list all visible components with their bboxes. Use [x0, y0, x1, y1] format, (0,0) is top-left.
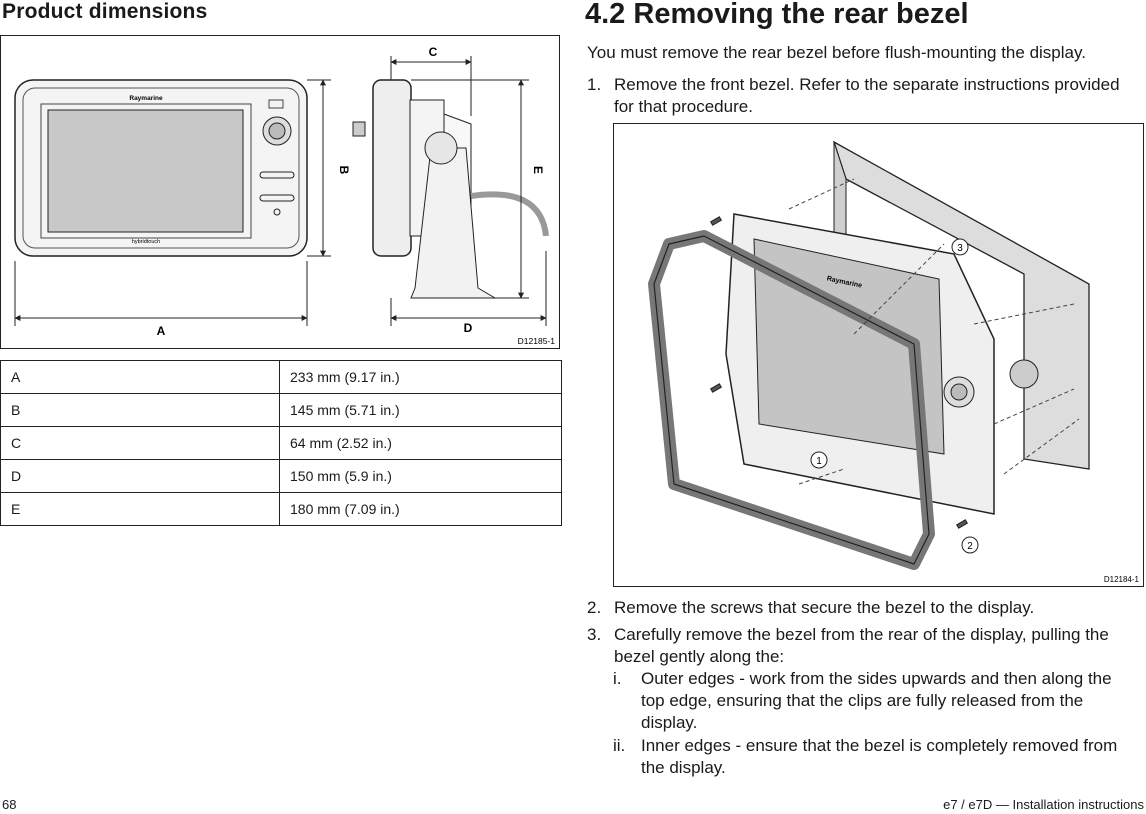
dim-label-e: E [531, 166, 545, 174]
table-cell-label: A [0, 360, 280, 394]
step-text: Remove the screws that secure the bezel … [614, 598, 1035, 617]
substep-number: i. [613, 669, 622, 688]
side-view-illustration [352, 79, 549, 299]
step-text: Carefully remove the bezel from the rear… [614, 625, 1109, 666]
table-row: D 150 mm (5.9 in.) [0, 459, 562, 493]
page-number: 68 [2, 797, 17, 812]
step-2: 2. Remove the screws that secure the bez… [587, 597, 1142, 619]
table-row: A 233 mm (9.17 in.) [0, 360, 562, 394]
dim-label-b: B [337, 166, 351, 175]
table-row: C 64 mm (2.52 in.) [0, 426, 562, 460]
substep-i: i. Outer edges - work from the sides upw… [613, 668, 1138, 734]
intro-paragraph: You must remove the rear bezel before fl… [587, 43, 1086, 62]
device-brand-text: Raymarine [129, 95, 163, 102]
step-number: 3. [587, 625, 602, 644]
substep-text: Outer edges - work from the sides upward… [641, 669, 1112, 732]
substep-number: ii. [613, 736, 626, 755]
table-row: B 145 mm (5.71 in.) [0, 393, 562, 427]
substep-text: Inner edges - ensure that the bezel is c… [641, 736, 1118, 777]
callout-1: 1 [816, 456, 822, 467]
product-dimensions-diagram: Raymarine hybridtouch [0, 35, 560, 349]
dimensions-table: A 233 mm (9.17 in.) B 145 mm (5.71 in.) … [0, 360, 562, 526]
table-cell-value: 150 mm (5.9 in.) [279, 459, 562, 493]
table-cell-value: 145 mm (5.71 in.) [279, 393, 562, 427]
table-cell-label: C [0, 426, 280, 460]
display-unit-illustration: Raymarine [725, 213, 1039, 515]
table-cell-label: E [0, 492, 280, 526]
step-1: 1. Remove the front bezel. Refer to the … [587, 74, 1142, 118]
table-row: E 180 mm (7.09 in.) [0, 492, 562, 526]
step-text: Remove the front bezel. Refer to the sep… [614, 75, 1120, 116]
substep-ii: ii. Inner edges - ensure that the bezel … [613, 735, 1138, 779]
section-title-removing-rear-bezel: 4.2 Removing the rear bezel [585, 0, 969, 30]
table-cell-value: 180 mm (7.09 in.) [279, 492, 562, 526]
table-cell-value: 64 mm (2.52 in.) [279, 426, 562, 460]
step-number: 1. [587, 75, 602, 94]
figure-id-d12184: D12184-1 [1104, 575, 1140, 584]
dim-label-a: A [157, 324, 166, 338]
step-number: 2. [587, 598, 602, 617]
bezel-removal-diagram: Raymarine 1 2 3 D12184-1 [613, 123, 1144, 587]
callout-2: 2 [967, 541, 973, 552]
figure-id-d12185: D12185-1 [518, 336, 556, 346]
front-view-illustration: Raymarine hybridtouch [14, 79, 308, 257]
step-3: 3. Carefully remove the bezel from the r… [587, 624, 1142, 668]
dimension-lines [14, 56, 547, 326]
device-footer-text: hybridtouch [132, 239, 160, 245]
dim-label-d: D [464, 321, 473, 335]
table-cell-label: D [0, 459, 280, 493]
callout-3: 3 [957, 243, 963, 254]
dim-label-c: C [429, 45, 438, 59]
table-cell-value: 233 mm (9.17 in.) [279, 360, 562, 394]
document-title-footer: e7 / e7D — Installation instructions [943, 797, 1144, 812]
table-cell-label: B [0, 393, 280, 427]
screw-icon [709, 216, 969, 529]
section-title-product-dimensions: Product dimensions [2, 0, 208, 23]
